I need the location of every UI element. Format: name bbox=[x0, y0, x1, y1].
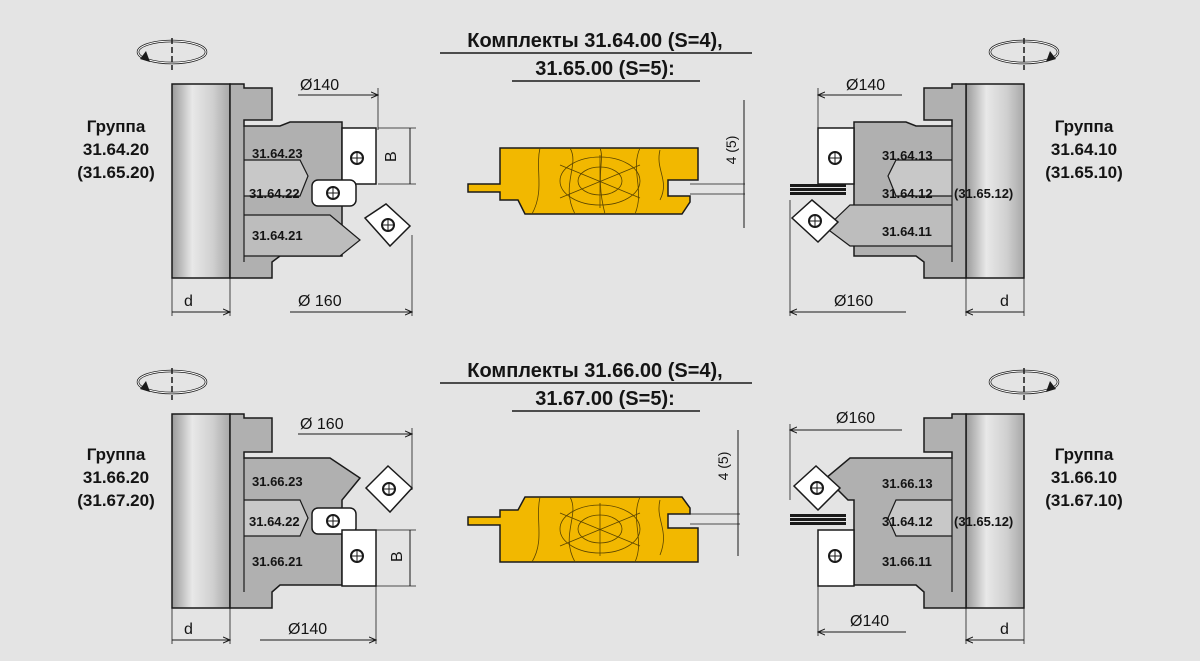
part-label: 31.66.21 bbox=[252, 554, 303, 569]
part-label: 31.66.13 bbox=[882, 476, 933, 491]
part-label: 31.64.22 bbox=[249, 514, 300, 529]
screw-icon bbox=[808, 214, 822, 228]
kit-title-top-line2: 31.65.00 (S=5): bbox=[535, 58, 675, 80]
screw-icon bbox=[381, 218, 395, 232]
dim-height: B bbox=[383, 151, 400, 162]
dim-bore: d bbox=[184, 621, 193, 638]
part-label: 31.64.12 bbox=[882, 186, 933, 201]
spindle-shaft bbox=[171, 413, 231, 609]
svg-text:Группа: Группа bbox=[87, 117, 146, 136]
svg-text:31.64.20: 31.64.20 bbox=[83, 140, 149, 159]
part-label: 31.64.21 bbox=[252, 228, 303, 243]
spindle-shaft bbox=[171, 83, 231, 279]
group-label-bottom-right: Группа 31.66.10 (31.67.10) bbox=[1045, 445, 1123, 510]
dim-upper-diameter: Ø140 bbox=[300, 77, 339, 94]
rotation-arrow-icon bbox=[988, 368, 1060, 400]
svg-text:(31.67.10): (31.67.10) bbox=[1045, 491, 1123, 510]
dim-bore: d bbox=[1000, 621, 1009, 638]
slot-blade-pack bbox=[790, 514, 846, 525]
kit-title-top: Комплекты 31.64.00 (S=4), 31.65.00 (S=5)… bbox=[440, 30, 752, 82]
screw-icon bbox=[350, 151, 364, 165]
screw-icon bbox=[326, 186, 340, 200]
svg-text:Группа: Группа bbox=[1055, 117, 1114, 136]
part-label: 31.64.13 bbox=[882, 148, 933, 163]
part-label: 31.64.12 bbox=[882, 514, 933, 529]
part-label-alt: (31.65.12) bbox=[954, 514, 1013, 529]
part-label: 31.66.11 bbox=[882, 554, 932, 569]
tool-bottom-left: 31.66.23 31.64.22 31.66.21 Ø 160 Ø140 d … bbox=[136, 368, 416, 644]
dim-height: B bbox=[389, 551, 406, 562]
knife-insert-upper bbox=[341, 127, 377, 185]
kit-title-bottom-line2: 31.67.00 (S=5): bbox=[535, 388, 675, 410]
spindle-shaft bbox=[965, 413, 1025, 609]
dim-thickness: 4 (5) bbox=[723, 136, 739, 165]
svg-text:31.66.10: 31.66.10 bbox=[1051, 468, 1117, 487]
rotation-arrow-icon bbox=[136, 38, 208, 70]
svg-text:31.66.20: 31.66.20 bbox=[83, 468, 149, 487]
dim-lower-diameter: Ø 160 bbox=[298, 293, 342, 310]
dim-lower-diameter: Ø160 bbox=[834, 293, 873, 310]
tool-top-right: 31.64.13 31.64.12 (31.65.12) 31.64.11 Ø1… bbox=[790, 38, 1060, 316]
svg-text:Группа: Группа bbox=[87, 445, 146, 464]
part-label: 31.64.22 bbox=[249, 186, 300, 201]
svg-text:31.64.10: 31.64.10 bbox=[1051, 140, 1117, 159]
screw-icon bbox=[326, 514, 340, 528]
svg-text:(31.65.20): (31.65.20) bbox=[77, 163, 155, 182]
screw-icon bbox=[828, 151, 842, 165]
svg-text:Группа: Группа bbox=[1055, 445, 1114, 464]
group-label-top-left: Группа 31.64.20 (31.65.20) bbox=[77, 117, 155, 182]
dim-thickness: 4 (5) bbox=[715, 452, 731, 481]
group-label-bottom-left: Группа 31.66.20 (31.67.20) bbox=[77, 445, 155, 510]
slot-blade-pack bbox=[790, 184, 846, 195]
dim-upper-diameter: Ø160 bbox=[836, 410, 875, 427]
rotation-arrow-icon bbox=[988, 38, 1060, 70]
knife-insert-lower bbox=[341, 529, 377, 587]
dim-upper-diameter: Ø140 bbox=[846, 77, 885, 94]
dim-upper-diameter: Ø 160 bbox=[300, 416, 344, 433]
part-label: 31.66.23 bbox=[252, 474, 303, 489]
kit-title-bottom: Комплекты 31.66.00 (S=4), 31.67.00 (S=5)… bbox=[440, 360, 752, 412]
rotation-arrow-icon bbox=[136, 368, 208, 400]
part-label: 31.64.11 bbox=[882, 224, 932, 239]
knife-insert-upper bbox=[817, 127, 855, 185]
screw-icon bbox=[350, 549, 364, 563]
part-label-alt: (31.65.12) bbox=[954, 186, 1013, 201]
dim-lower-diameter: Ø140 bbox=[850, 613, 889, 630]
kit-title-top-line1: Комплекты 31.64.00 (S=4), bbox=[467, 30, 722, 52]
svg-text:(31.67.20): (31.67.20) bbox=[77, 491, 155, 510]
dim-bore: d bbox=[184, 293, 193, 310]
screw-icon bbox=[382, 482, 396, 496]
wood-profile-bottom: 4 (5) bbox=[467, 430, 740, 563]
kit-title-bottom-line1: Комплекты 31.66.00 (S=4), bbox=[467, 360, 722, 382]
svg-text:(31.65.10): (31.65.10) bbox=[1045, 163, 1123, 182]
group-label-top-right: Группа 31.64.10 (31.65.10) bbox=[1045, 117, 1123, 182]
dim-bore: d bbox=[1000, 293, 1009, 310]
tool-top-left: 31.64.23 31.64.22 31.64.21 Ø140 Ø 160 d … bbox=[136, 38, 416, 316]
spindle-shaft bbox=[965, 83, 1025, 279]
screw-icon bbox=[828, 549, 842, 563]
screw-icon bbox=[810, 481, 824, 495]
tool-bottom-right: 31.66.13 31.64.12 (31.65.12) 31.66.11 Ø1… bbox=[790, 368, 1060, 644]
part-label: 31.64.23 bbox=[252, 146, 303, 161]
wood-profile-top: 4 (5) bbox=[467, 100, 745, 228]
dim-lower-diameter: Ø140 bbox=[288, 621, 327, 638]
knife-insert-lower bbox=[817, 529, 855, 587]
